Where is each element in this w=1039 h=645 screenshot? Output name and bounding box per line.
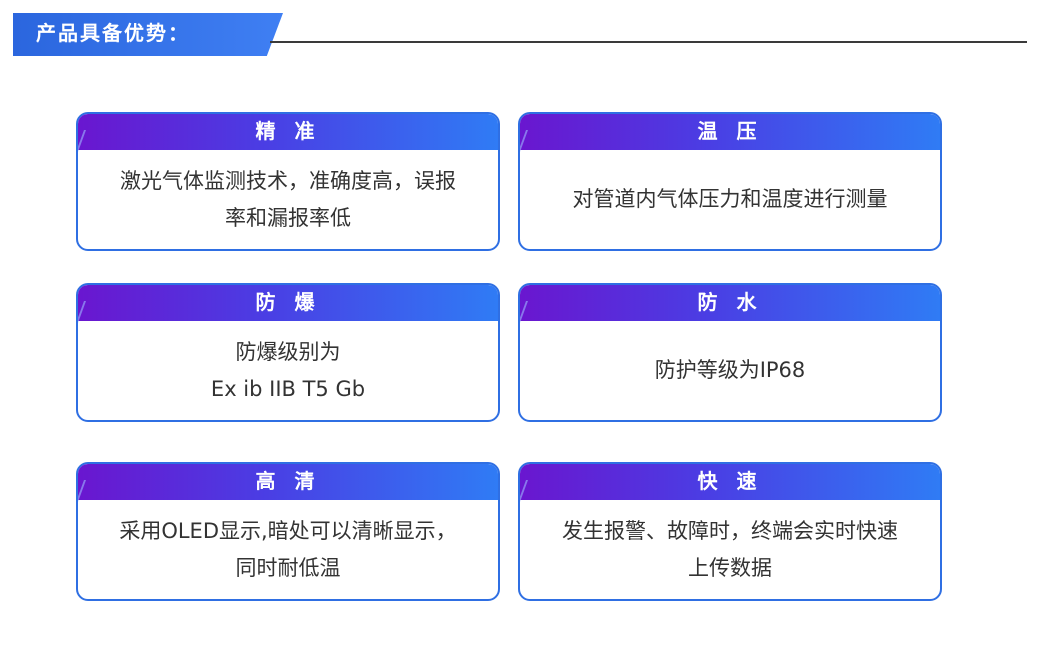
card-title: 精 准 (255, 119, 321, 143)
card-description: 防爆级别为 Ex ib IIB T5 Gb (86, 323, 490, 418)
card-description: 对管道内气体压力和温度进行测量 (528, 152, 932, 247)
card-description: 发生报警、故障时，终端会实时快速 上传数据 (528, 502, 932, 597)
section-header: 产品具备优势： (0, 0, 1039, 60)
card-text-line: 激光气体监测技术，准确度高，误报 (120, 168, 456, 193)
card-text-line: 采用OLED显示,暗处可以清晰显示， (119, 518, 457, 543)
card-header: 高 清 (78, 464, 498, 502)
advantage-card-explosion-proof: 防 爆 防爆级别为 Ex ib IIB T5 Gb (76, 283, 500, 422)
card-text-line: 发生报警、故障时，终端会实时快速 (562, 518, 898, 543)
card-header: 精 准 (78, 114, 498, 152)
card-title: 高 清 (255, 469, 321, 493)
card-text-line: 对管道内气体压力和温度进行测量 (572, 187, 888, 211)
card-header: 防 水 (520, 285, 940, 323)
advantage-card-precision: 精 准 激光气体监测技术，准确度高，误报 率和漏报率低 (76, 112, 500, 251)
advantage-card-high-definition: 高 清 采用OLED显示,暗处可以清晰显示， 同时耐低温 (76, 462, 500, 601)
card-header: 温 压 (520, 114, 940, 152)
header-divider (270, 41, 1027, 43)
card-text-line: Ex ib IIB T5 Gb (210, 376, 366, 401)
card-header: 快 速 (520, 464, 940, 502)
section-title: 产品具备优势： (36, 21, 190, 45)
card-description: 采用OLED显示,暗处可以清晰显示， 同时耐低温 (86, 502, 490, 597)
card-text-line: 率和漏报率低 (225, 205, 351, 230)
card-header: 防 爆 (78, 285, 498, 323)
advantage-card-waterproof: 防 水 防护等级为IP68 (518, 283, 942, 422)
card-title: 防 水 (697, 290, 763, 314)
card-description: 防护等级为IP68 (528, 323, 932, 418)
card-text-line: 防护等级为IP68 (654, 358, 806, 382)
advantage-card-temp-pressure: 温 压 对管道内气体压力和温度进行测量 (518, 112, 942, 251)
card-title: 温 压 (697, 119, 763, 143)
card-text-line: 防爆级别为 (235, 339, 341, 364)
card-text-line: 上传数据 (688, 555, 772, 580)
section-header-tab (13, 13, 283, 56)
card-description: 激光气体监测技术，准确度高，误报 率和漏报率低 (86, 152, 490, 247)
advantage-card-fast: 快 速 发生报警、故障时，终端会实时快速 上传数据 (518, 462, 942, 601)
card-title: 防 爆 (255, 290, 321, 314)
card-text-line: 同时耐低温 (235, 555, 341, 580)
card-title: 快 速 (697, 469, 763, 493)
